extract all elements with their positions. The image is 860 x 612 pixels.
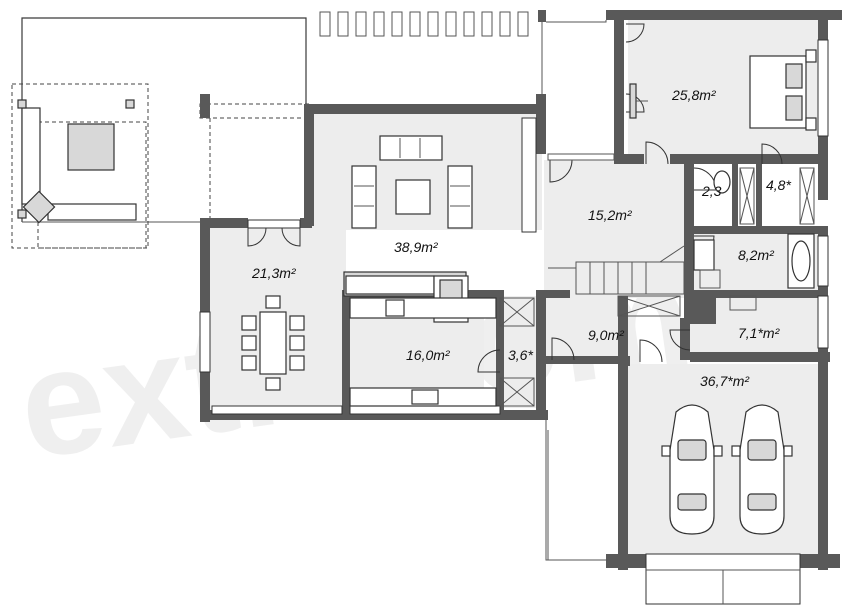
label-vestibule: 9,0m²: [588, 327, 625, 343]
label-dining: 21,3m²: [251, 265, 297, 281]
label-closet: 4,8*: [766, 177, 791, 193]
terrace: [11, 11, 529, 249]
label-living: 38,9m²: [394, 239, 439, 255]
label-garage: 36,7*m²: [700, 373, 750, 389]
car-right: [731, 404, 793, 535]
garden-lounge: [11, 83, 149, 249]
label-pantry: 3,6*: [508, 347, 533, 363]
label-bathroom: 8,2m²: [738, 247, 775, 263]
label-hall: 15,2m²: [588, 207, 633, 223]
room-labels: 25,8m² 2,3 4,8* 15,2m² 38,9m² 21,3m² 8,2…: [251, 87, 791, 389]
stairs: [548, 245, 685, 317]
sanitary: [693, 167, 815, 311]
bedroom-furniture: [629, 49, 817, 131]
car-left: [661, 404, 723, 535]
windows: [199, 39, 829, 605]
kitchen-furniture: [349, 297, 535, 407]
label-boiler: 7,1*m²: [738, 325, 781, 341]
dining-furniture: [241, 295, 305, 391]
garage-cars: [661, 404, 793, 535]
outer-outline: [541, 20, 608, 561]
label-kitchen: 16,0m²: [406, 347, 451, 363]
label-bedroom: 25,8m²: [671, 87, 717, 103]
pergola-posts: [319, 11, 529, 37]
label-wc: 2,3: [701, 183, 722, 199]
